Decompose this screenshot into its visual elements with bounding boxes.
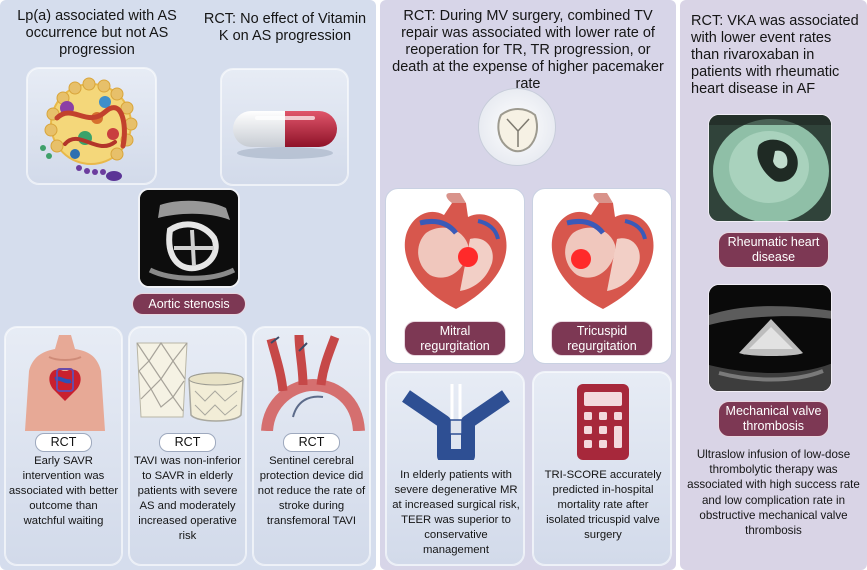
ring-valve-image xyxy=(478,88,556,166)
rct-badge: RCT xyxy=(35,433,92,452)
tavi-card: RCT TAVI was non-inferior to SAVR in eld… xyxy=(128,326,247,566)
tri-score-card: TRI-SCORE accurately predicted in-hospit… xyxy=(532,371,672,566)
tavi-valve-icon xyxy=(136,341,244,422)
rct-badge: RCT xyxy=(283,433,340,452)
teer-text: In elderly patients with severe degenera… xyxy=(392,469,520,556)
heart-tricuspid-icon xyxy=(551,193,654,309)
sentinel-card: RCT Sentinel cerebral protection device … xyxy=(252,326,371,566)
tri-score-text: TRI-SCORE accurately predicted in-hospit… xyxy=(544,469,662,541)
torso-heart-icon xyxy=(25,335,105,431)
capsule-icon xyxy=(233,111,337,159)
cerebral-protection-icon xyxy=(261,334,365,431)
lpa-image-card xyxy=(26,67,157,185)
rheumatic-thrombosis-panel: RCT: VKA was associated with lower event… xyxy=(680,0,867,570)
lipoprotein-icon xyxy=(40,77,138,181)
teer-card: In elderly patients with severe degenera… xyxy=(385,371,525,566)
rheumatic-echo-image xyxy=(708,114,832,222)
aortic-stenosis-label: Aortic stenosis xyxy=(132,293,246,315)
mv-tv-title: RCT: During MV surgery, combined TV repa… xyxy=(392,8,664,92)
mitral-card: Mitral regurgitation xyxy=(385,188,525,364)
thrombolytic-text: Ultraslow infusion of low-dose thromboly… xyxy=(687,448,860,538)
aortic-stenosis-panel: Lp(a) associated with AS occurrence but … xyxy=(0,0,376,570)
teer-clip-icon xyxy=(402,384,510,460)
sentinel-text: Sentinel cerebral protection device did … xyxy=(257,455,366,527)
heart-mitral-icon xyxy=(404,193,507,309)
rct-badge: RCT xyxy=(159,433,216,452)
aortic-echo-image xyxy=(138,188,240,288)
early-savr-text: Early SAVR intervention was associated w… xyxy=(8,455,119,527)
tavi-text: TAVI was non-inferior to SAVR in elderly… xyxy=(134,455,241,542)
tricuspid-card: Tricuspid regurgitation xyxy=(532,188,672,364)
vitamin-k-title: RCT: No effect of Vitamin K on AS progre… xyxy=(203,11,367,44)
capsule-image-card xyxy=(220,68,349,186)
vka-title: RCT: VKA was associated with lower event… xyxy=(691,13,859,97)
lpa-title: Lp(a) associated with AS occurrence but … xyxy=(17,8,177,58)
rheumatic-heart-disease-label: Rheumatic heart disease xyxy=(718,232,829,268)
tricuspid-regurgitation-label: Tricuspid regurgitation xyxy=(551,321,653,356)
mechanical-valve-thrombosis-label: Mechanical valve thrombosis xyxy=(718,401,829,437)
thrombosis-echo-image xyxy=(708,284,832,392)
annuloplasty-valve-icon xyxy=(497,108,538,153)
calculator-icon xyxy=(577,384,629,460)
mitral-regurgitation-label: Mitral regurgitation xyxy=(404,321,506,356)
mitral-tricuspid-panel: RCT: During MV surgery, combined TV repa… xyxy=(380,0,676,570)
early-savr-card: RCT Early SAVR intervention was associat… xyxy=(4,326,123,566)
